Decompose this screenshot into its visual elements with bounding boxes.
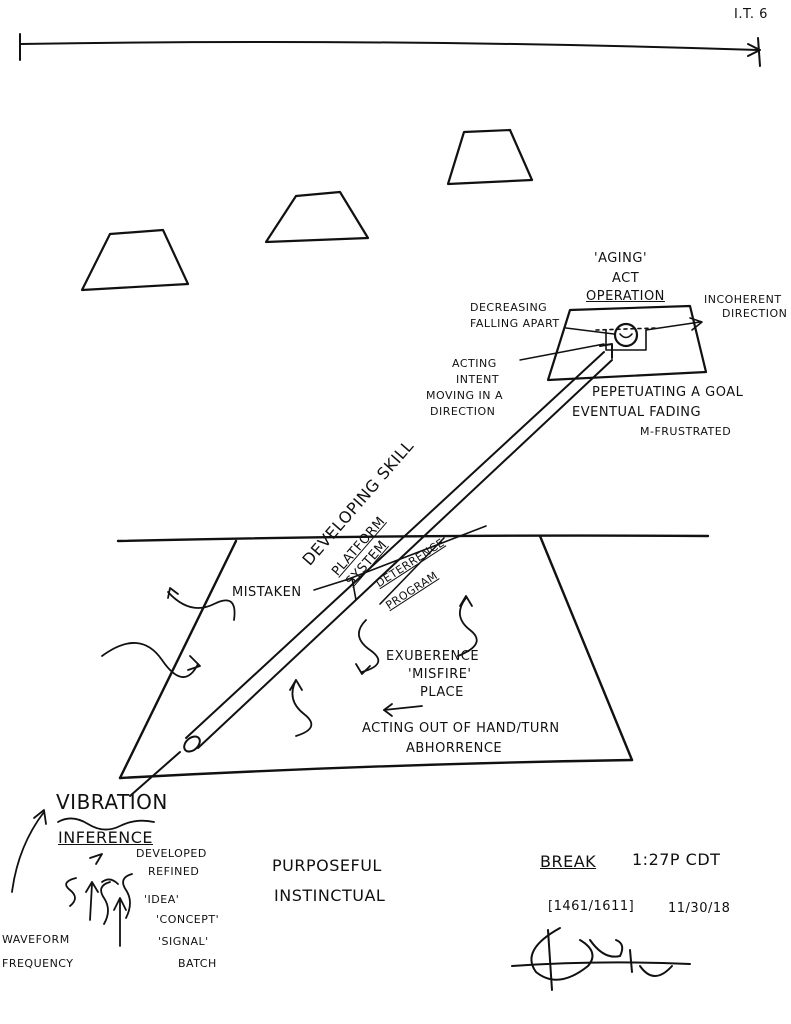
- label-developed: DEVELOPED: [136, 847, 207, 860]
- label-instinctual: INSTINCTUAL: [274, 886, 386, 905]
- label-direction: DIRECTION: [722, 307, 788, 320]
- label-perpetuating-goal: PEPETUATING A GOAL: [592, 385, 744, 400]
- label-decreasing: DECREASING: [470, 301, 548, 314]
- trajectory: [129, 343, 613, 797]
- label-waveform: WAVEFORM: [2, 933, 70, 946]
- scale-bar: [19, 33, 761, 67]
- label-abhorrence: ABHORRENCE: [406, 741, 503, 756]
- label-falling-apart: FALLING APART: [470, 317, 560, 330]
- label-frequency: FREQUENCY: [2, 957, 74, 970]
- label-eventual-fading: EVENTUAL FADING: [572, 405, 702, 420]
- label-break: BREAK: [540, 852, 597, 871]
- target-platform: [519, 304, 708, 382]
- label-incoherent: INCOHERENT: [704, 293, 782, 306]
- label-signal: 'SIGNAL': [158, 935, 209, 948]
- label-idea: 'IDEA': [144, 893, 180, 906]
- middle-strokes: [313, 525, 487, 605]
- label-exuberence: EXUBERENCE: [386, 649, 480, 664]
- label-aging: 'AGING': [594, 251, 648, 266]
- label-frustrated: M-FRUSTRATED: [640, 425, 732, 438]
- label-operation: OPERATION: [586, 289, 665, 304]
- label-date: 11/30/18: [668, 901, 731, 916]
- label-refined: REFINED: [148, 865, 200, 878]
- label-intent: INTENT: [456, 373, 500, 386]
- label-code: [1461/1611]: [548, 899, 635, 914]
- distant-platforms: [80, 128, 534, 292]
- bottom-left-strokes: [11, 809, 155, 947]
- label-direction-2: DIRECTION: [430, 405, 496, 418]
- main-platform: [116, 534, 710, 780]
- label-misfire: 'MISFIRE': [408, 667, 472, 682]
- label-acting: ACTING: [452, 357, 497, 370]
- squiggle-arrows: [101, 587, 478, 737]
- label-place: PLACE: [420, 685, 464, 700]
- label-inference: INFERENCE: [58, 828, 153, 847]
- signature: [511, 927, 691, 991]
- label-batch: BATCH: [178, 957, 217, 970]
- label-break-time: 1:27p CDT: [632, 850, 721, 869]
- page-number: I.T. 6: [734, 7, 768, 22]
- label-vibration: VIBRATION: [56, 790, 168, 814]
- label-purposeful: PURPOSEFUL: [272, 856, 382, 875]
- label-concept: 'CONCEPT': [156, 913, 220, 926]
- label-moving-in-a: MOVING IN A: [426, 389, 503, 402]
- label-act: ACT: [612, 271, 640, 286]
- label-acting-out: ACTING OUT OF HAND/TURN: [362, 721, 560, 736]
- label-mistaken: MISTAKEN: [232, 585, 302, 600]
